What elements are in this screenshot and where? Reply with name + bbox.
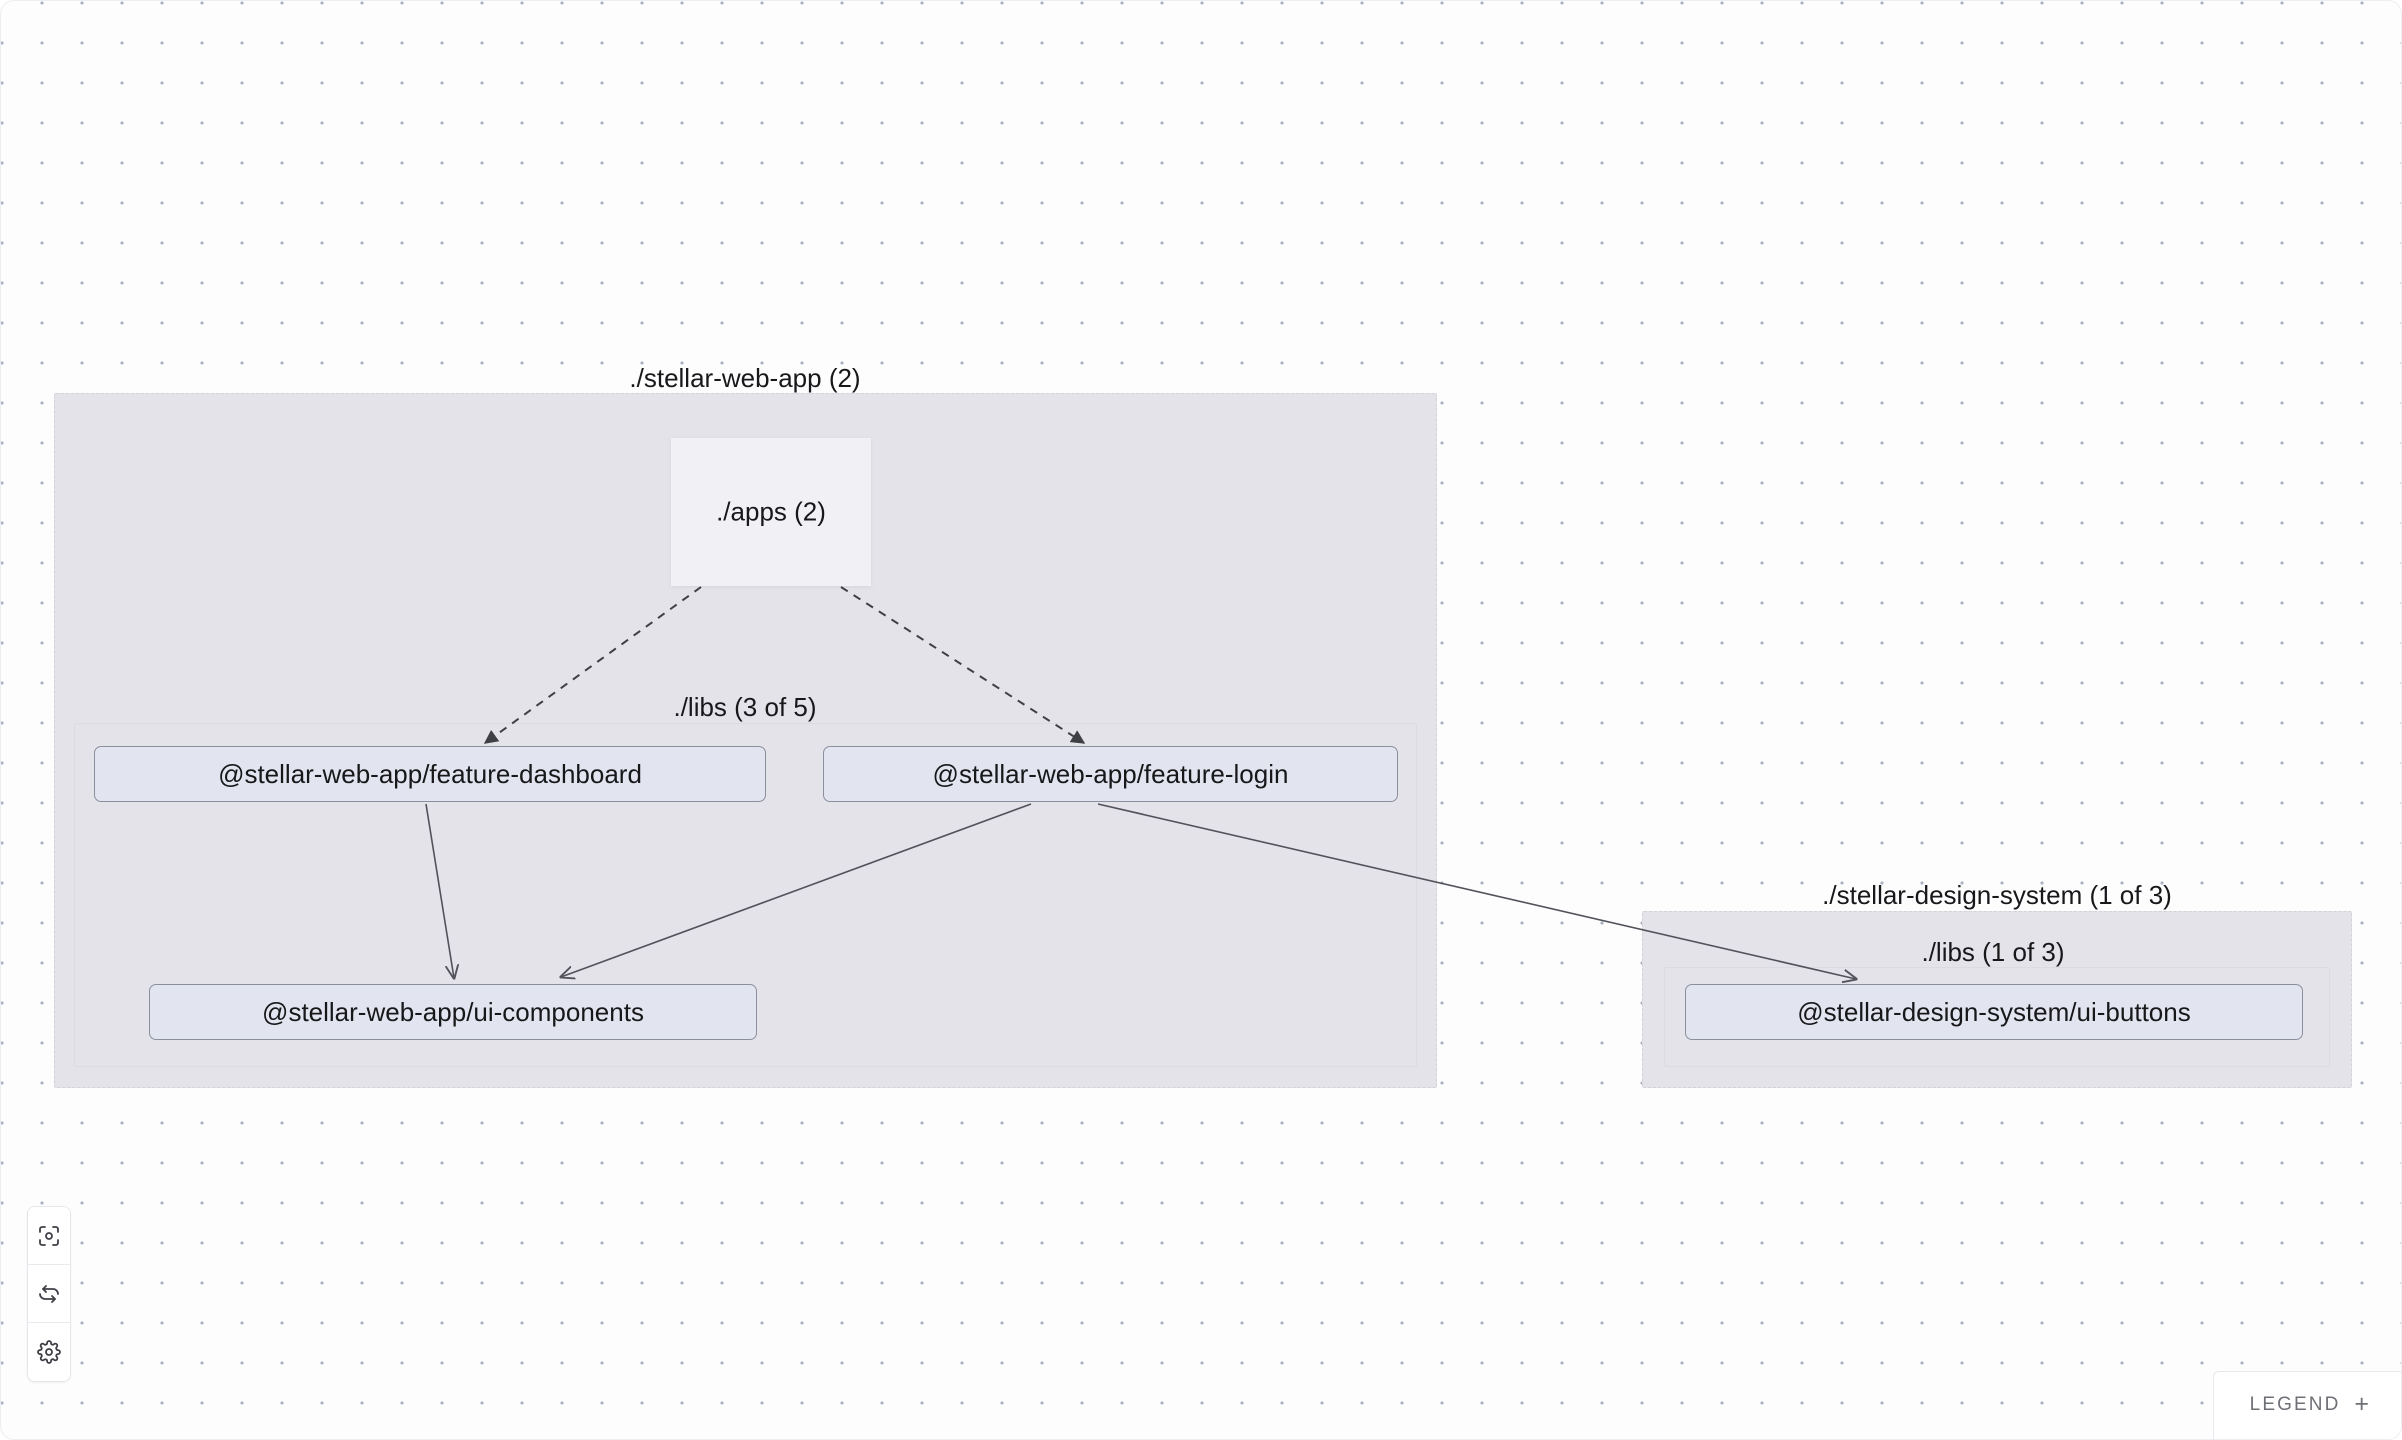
- graph-controls-panel: [27, 1206, 71, 1382]
- legend-button[interactable]: LEGEND +: [2212, 1371, 2401, 1439]
- folder-icon-shape: [671, 438, 871, 586]
- node-ui-components[interactable]: @stellar-web-app/ui-components: [149, 984, 757, 1040]
- node-feature-dashboard[interactable]: @stellar-web-app/feature-dashboard: [94, 746, 766, 802]
- plus-icon: +: [2354, 1390, 2369, 1418]
- node-ui-buttons[interactable]: @stellar-design-system/ui-buttons: [1685, 984, 2303, 1040]
- group-label-stellar-web-app: ./stellar-web-app (2): [629, 363, 861, 393]
- folder-node-apps-label: ./apps (2): [716, 496, 826, 527]
- group-label-stellar-design-system: ./stellar-design-system (1 of 3): [1822, 880, 2172, 910]
- node-feature-login-label: @stellar-web-app/feature-login: [932, 758, 1289, 789]
- focus-target-icon: [37, 1224, 61, 1248]
- focus-graph-button[interactable]: [28, 1207, 70, 1265]
- gear-icon: [37, 1340, 61, 1364]
- node-feature-dashboard-label: @stellar-web-app/feature-dashboard: [218, 758, 642, 789]
- group-label-stellar-design-system-libs: ./libs (1 of 3): [1921, 937, 2065, 967]
- legend-label: LEGEND: [2249, 1393, 2341, 1415]
- refresh-graph-button[interactable]: [28, 1265, 70, 1323]
- refresh-icon: [37, 1282, 61, 1306]
- node-feature-login[interactable]: @stellar-web-app/feature-login: [823, 746, 1398, 802]
- settings-button[interactable]: [28, 1323, 70, 1381]
- node-ui-buttons-label: @stellar-design-system/ui-buttons: [1797, 996, 2191, 1027]
- group-label-stellar-web-app-libs: ./libs (3 of 5): [673, 692, 817, 722]
- folder-node-apps[interactable]: ./apps (2): [671, 438, 871, 586]
- node-ui-components-label: @stellar-web-app/ui-components: [262, 996, 644, 1027]
